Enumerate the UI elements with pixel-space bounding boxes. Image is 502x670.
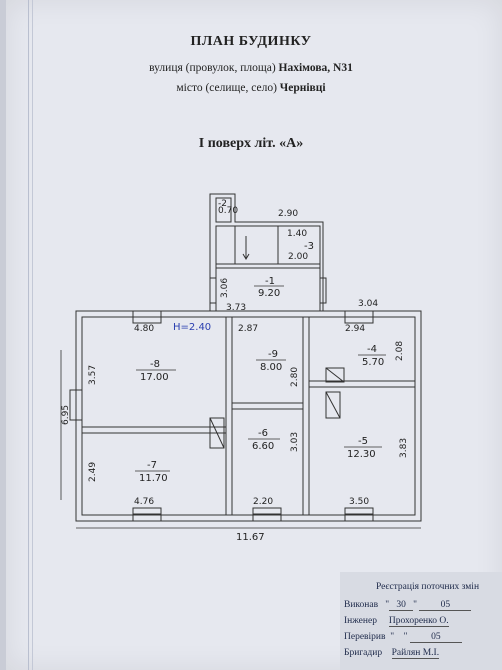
stamp-month: 05 [419,600,472,611]
dimension-label: 3.06 [220,278,230,298]
stamp-row: Бригадир Райлян М.І. [344,648,440,659]
dimension-label: 3.83 [399,438,409,458]
stamp-value: Райлян М.І. [391,648,440,659]
stamp-row: Виконав "30" 05 [344,600,472,611]
room-area: 17.00 [140,372,169,383]
outer-wall-inner [81,316,416,516]
stamp-label: Інженер [344,616,377,626]
stamp-row: Перевірив " " 05 [344,632,462,643]
dimension-label: 3.50 [349,497,369,507]
room-number: -8 [150,359,160,370]
stamp-day: 30 [389,600,414,611]
room-area: 5.70 [362,357,384,368]
dimension-label: 2.90 [278,209,298,219]
dimension-label: 4.76 [134,497,154,507]
registration-stamp: Реєстрація поточних змін Виконав "30" 05… [340,572,502,670]
room-area: 11.70 [139,473,168,484]
room-number: -2 [218,199,227,209]
extension-wall [209,193,324,311]
room-number: -6 [258,428,268,439]
stove [325,367,345,383]
stamp-label: Бригадир [344,648,383,658]
dimension-label: 2.49 [88,462,98,482]
arrow-icon [242,253,250,260]
stamp-heading: Реєстрація поточних змін [376,582,480,592]
dimension-label: 3.04 [358,299,378,309]
dimension-label: 2.00 [288,252,308,262]
wall [81,426,227,434]
room-number: -4 [367,344,377,355]
room-number: -1 [265,276,275,287]
stamp-row: Інженер Прохоренко О. [344,616,449,627]
room-number: -5 [358,436,368,447]
stamp-value: Прохоренко О. [388,616,449,627]
window [319,277,327,304]
dimension-label: 11.67 [236,532,265,543]
outer-wall [75,310,422,522]
dimension-label: 4.80 [134,324,154,334]
stove [209,417,225,449]
dimension-label: 3.03 [290,432,300,452]
city-label: місто (селище, село) [176,82,277,94]
dimension-label: 3.57 [88,365,98,385]
dimension-label: 0.70 [218,206,238,216]
city-line: місто (селище, село) Чернівці [0,82,502,94]
room-number: -3 [304,241,314,252]
room-area: 9.20 [258,288,280,299]
stamp-month: 05 [409,632,462,643]
dimension-label: 2.08 [395,341,405,361]
city-value: Чернівці [279,82,326,94]
dimension-label: 3.73 [226,303,246,313]
room-area: 6.60 [252,441,274,452]
stamp-label: Виконав [344,600,379,610]
wall [302,316,310,516]
dimension-label: 2.87 [238,324,258,334]
stove [325,391,341,419]
wall [308,380,416,388]
window [209,277,217,304]
dimension-label: 2.80 [290,367,300,387]
floor-title: І поверх літ. «А» [198,136,304,151]
street-value: Нахімова, N31 [278,62,353,74]
dimension-label: 2.20 [253,497,273,507]
dimension-label: 2.94 [345,324,365,334]
room-number: -7 [147,460,157,471]
stamp-label: Перевірив [344,632,386,642]
document-title: ПЛАН БУДИНКУ [190,34,312,49]
document-page [6,0,502,670]
margin-line [28,0,29,670]
dimension-label: 6.95 [61,405,71,425]
room-area: 12.30 [347,449,376,460]
wall [231,402,304,410]
height-note: H=2.40 [173,322,211,333]
room-number: -9 [268,349,278,360]
room-area: 8.00 [260,362,282,373]
dimension-label: 1.40 [287,229,307,239]
margin-line [32,0,33,670]
wall [225,316,233,516]
street-line: вулиця (провулок, площа) Нахімова, N31 [0,62,502,74]
street-label: вулиця (провулок, площа) [149,62,276,74]
room-2-wall [215,197,232,223]
